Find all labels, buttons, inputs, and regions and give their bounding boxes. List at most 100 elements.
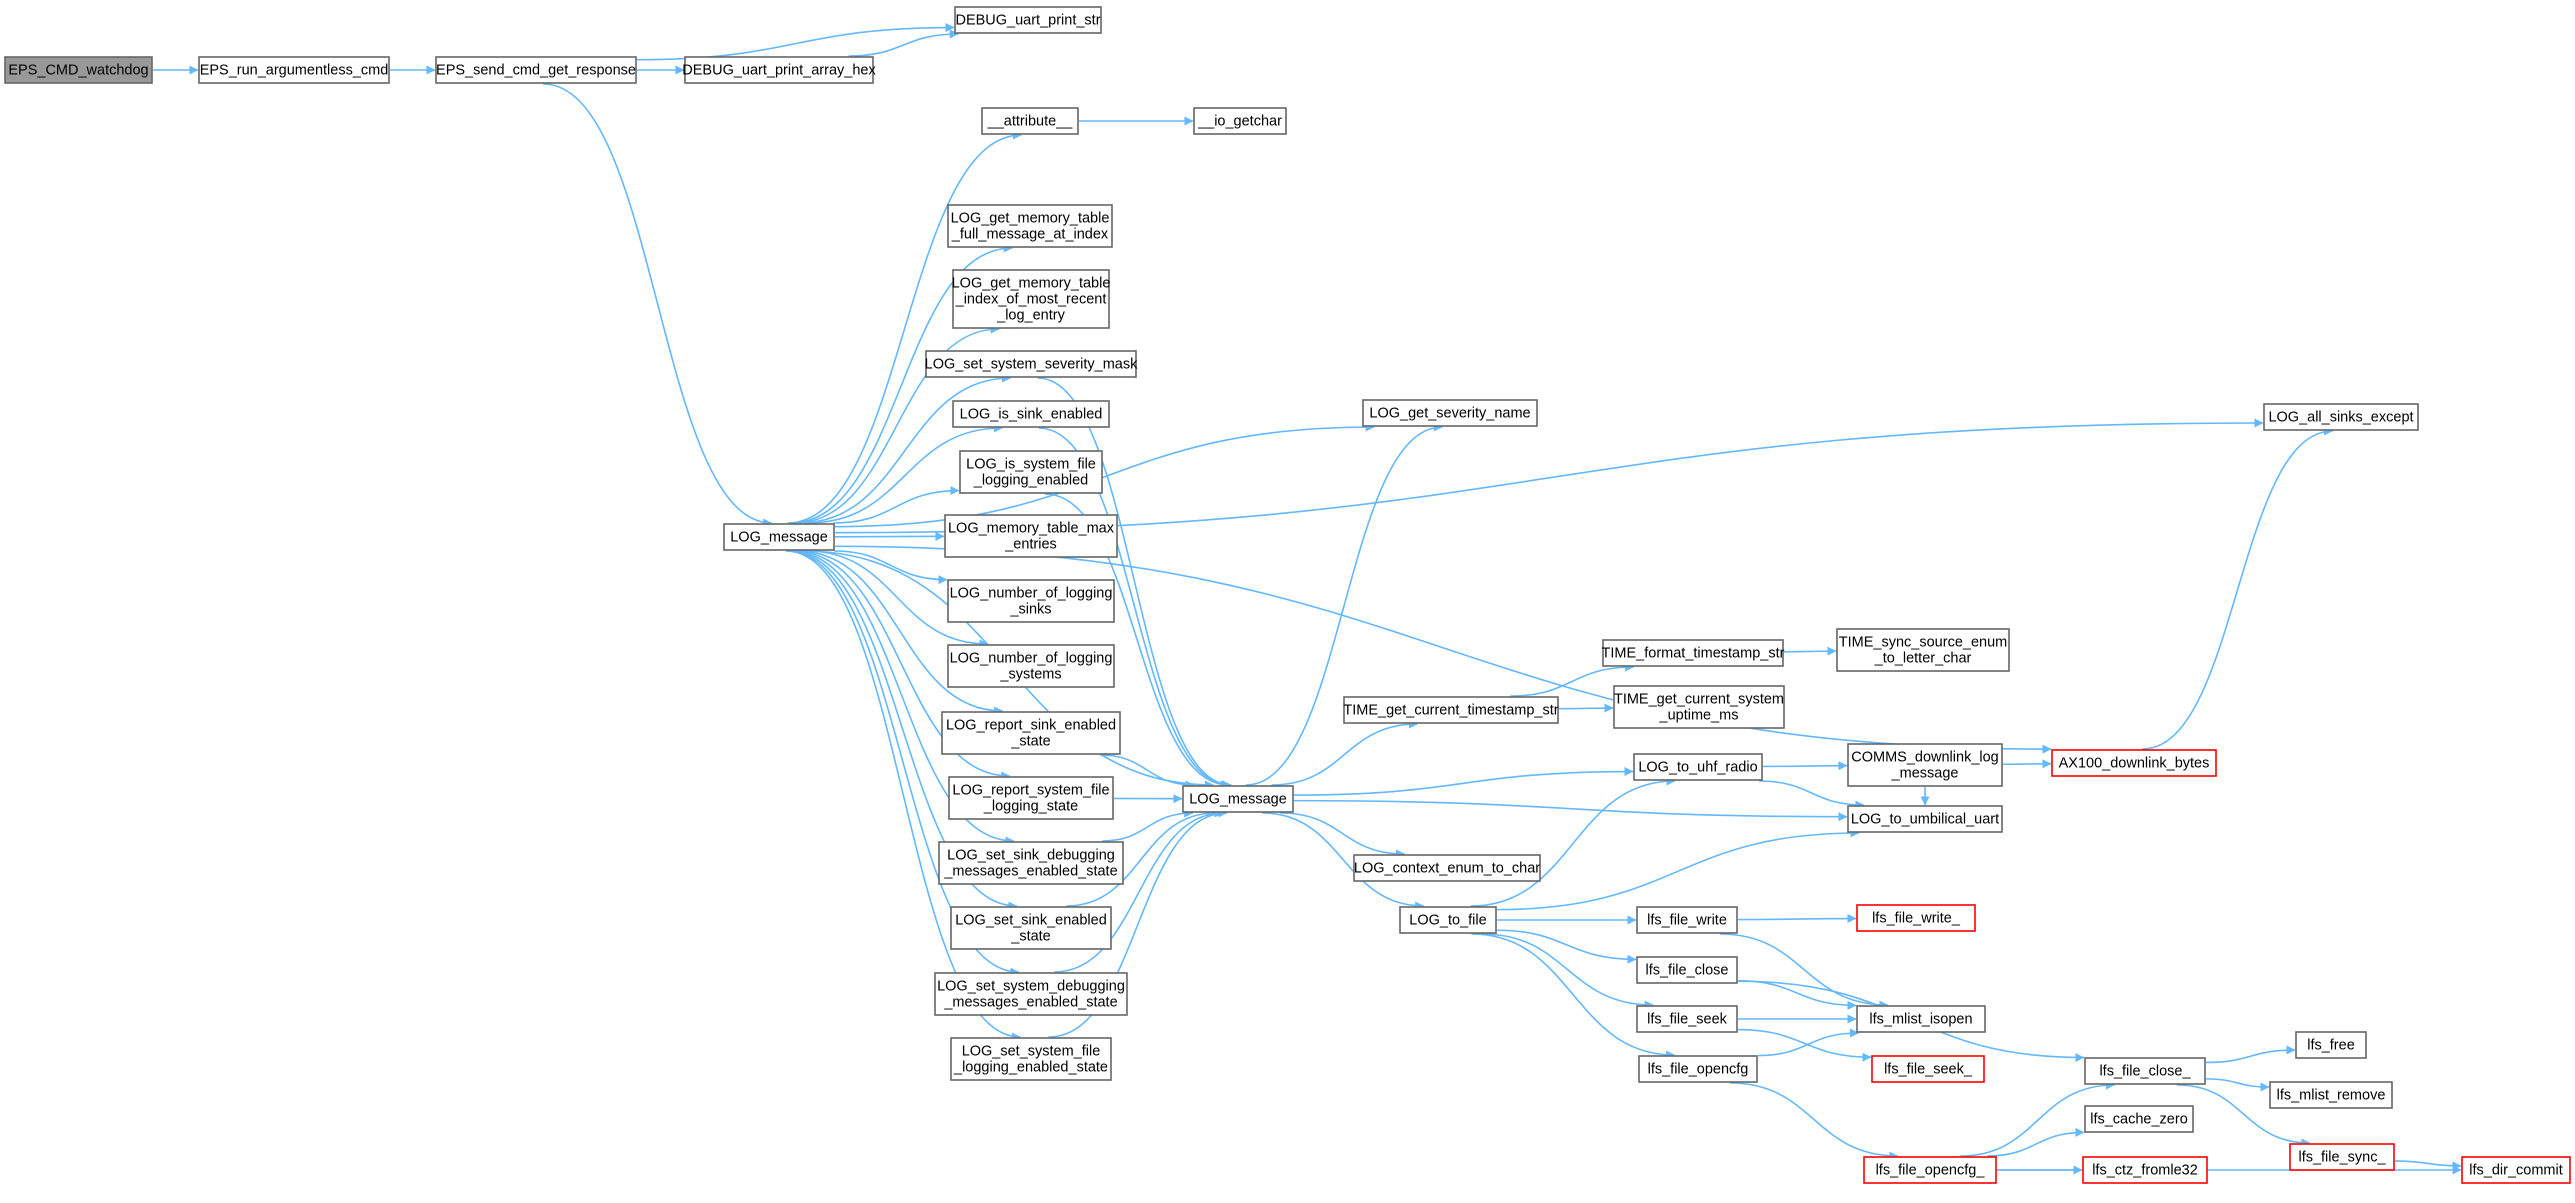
node-label-line: LOG_set_system_debugging [937,979,1125,995]
node-lfs-file-seek-[interactable]: lfs_file_seek_ [1871,1055,1985,1083]
node-box [947,579,1115,623]
node-label-line: AX100_downlink_bytes [2059,756,2210,772]
node-label-line: LOG_get_severity_name [1369,406,1530,422]
node-log-message-b[interactable]: LOG_message [1182,785,1294,813]
node-log-set-system-file-logging-enabled-state[interactable]: LOG_set_system_file_logging_enabled_stat… [950,1037,1112,1081]
node-box [1836,628,2010,672]
node-lfs-file-opencfg-[interactable]: lfs_file_opencfg_ [1863,1156,1997,1184]
edge-log-message-b-to-log-to-umbilical-uart [1293,799,1848,822]
node-label-line: COMMS_downlink_log [1851,750,1998,766]
node-label-line: TIME_sync_source_enum [1839,635,2007,651]
nodes-layer: EPS_CMD_watchdog EPS_run_argumentless_cmd… [4,6,2571,1184]
node-box [1638,1055,1758,1083]
node-log-number-of-logging-systems[interactable]: LOG_number_of_logging_systems [947,644,1115,688]
node-log-to-umbilical-uart[interactable]: LOG_to_umbilical_uart [1847,805,2003,833]
node-lfs-mlist-isopen[interactable]: lfs_mlist_isopen [1856,1005,1986,1033]
node-lfs-free[interactable]: lfs_free [2295,1031,2367,1059]
node-lfs-ctz-fromle32[interactable]: lfs_ctz_fromle32 [2082,1156,2208,1184]
node-log-get-memory-table-full-message-at-index[interactable]: LOG_get_memory_table_full_message_at_ind… [947,204,1113,248]
edge-lfs-file-opencfg-to-lfs-file-opencfg- [1730,1082,1899,1161]
node-box [950,906,1112,950]
edge-log-to-uhf-radio-to-comms-downlink-log-message [1762,761,1848,771]
node-box [2084,1105,2194,1133]
node-label-line: LOG_report_sink_enabled [946,718,1116,734]
node-label-line: LOG_number_of_logging [950,586,1113,602]
node-box [684,56,874,84]
node-log-message-a[interactable]: LOG_message [723,523,835,551]
node-lfs-file-opencfg[interactable]: lfs_file_opencfg [1638,1055,1758,1083]
node-attribute[interactable]: __attribute__ [981,107,1079,135]
node-label-line: LOG_to_umbilical_uart [1851,812,1999,828]
edge-eps-send-cmd-get-response-to-log-message-a [543,83,773,528]
node-label-line: LOG_context_enum_to_char [1354,861,1540,877]
node-lfs-file-close[interactable]: lfs_file_close [1636,956,1738,984]
node-eps-run-argumentless-cmd[interactable]: EPS_run_argumentless_cmd [198,56,390,84]
node-io-getchar[interactable]: __io_getchar [1193,107,1287,135]
edge-lfs-file-opencfg--to-lfs-file-close- [1960,1080,2116,1157]
node-box [2461,1156,2571,1184]
node-time-format-timestamp-str[interactable]: TIME_format_timestamp_str [1602,639,1785,667]
node-label-line: _message [1891,766,1959,782]
node-lfs-file-close-[interactable]: lfs_file_close_ [2084,1057,2206,1085]
node-eps-cmd-watchdog: EPS_CMD_watchdog [4,56,153,84]
edge-log-set-sink-debugging-messages-enabled-state-to-log-message-b [1102,808,1194,842]
node-label-line: LOG_number_of_logging [950,651,1113,667]
node-log-all-sinks-except[interactable]: LOG_all_sinks_except [2263,403,2419,431]
node-log-to-file[interactable]: LOG_to_file [1399,906,1497,934]
node-label-line: LOG_report_system_file [952,783,1109,799]
node-log-set-system-debugging-messages-enabled-state[interactable]: LOG_set_system_debugging_messages_enable… [934,972,1128,1016]
node-label-line: LOG_all_sinks_except [2268,410,2413,426]
node-debug-uart-print-array-hex[interactable]: DEBUG_uart_print_array_hex [682,56,876,84]
node-box [1856,1005,1986,1033]
node-log-context-enum-to-char[interactable]: LOG_context_enum_to_char [1353,854,1541,882]
edge-lfs-file-sync--to-lfs-dir-commit [2394,1160,2462,1171]
node-ax100-downlink-bytes[interactable]: AX100_downlink_bytes [2051,749,2217,777]
node-box [2295,1031,2367,1059]
node-log-get-severity-name[interactable]: LOG_get_severity_name [1362,399,1538,427]
node-box [2269,1081,2393,1109]
node-debug-uart-print-str[interactable]: DEBUG_uart_print_str [954,6,1102,34]
node-lfs-cache-zero[interactable]: lfs_cache_zero [2084,1105,2194,1133]
node-log-is-sink-enabled[interactable]: LOG_is_sink_enabled [952,400,1110,428]
node-label-line: lfs_file_write [1647,913,1727,929]
node-box [2051,749,2217,777]
node-time-sync-source-enum-to-letter-char[interactable]: TIME_sync_source_enum_to_letter_char [1836,628,2010,672]
edge-lfs-file-write-to-lfs-file-write- [1737,914,1857,924]
edge-log-message-a-to-ax100-downlink-bytes [834,545,2052,754]
node-box [1633,753,1763,781]
node-eps-send-cmd-get-response[interactable]: EPS_send_cmd_get_response [435,56,637,84]
node-log-memory-table-max-entries[interactable]: LOG_memory_table_max_entries [944,514,1118,558]
node-log-get-memory-table-index-of-most-recent-log-entry[interactable]: LOG_get_memory_table_index_of_most_recen… [952,269,1111,329]
edge-lfs-file-close--to-lfs-file-sync- [2177,1084,2311,1148]
node-time-get-current-system-uptime-ms[interactable]: TIME_get_current_system_uptime_ms [1613,685,1785,729]
node-log-set-sink-debugging-messages-enabled-state[interactable]: LOG_set_sink_debugging_messages_enabled_… [938,841,1124,885]
node-log-number-of-logging-sinks[interactable]: LOG_number_of_logging_sinks [947,579,1115,623]
node-lfs-mlist-remove[interactable]: lfs_mlist_remove [2269,1081,2393,1109]
node-log-to-uhf-radio[interactable]: LOG_to_uhf_radio [1633,753,1763,781]
node-box [1193,107,1287,135]
node-label-line: lfs_file_write_ [1872,911,1961,927]
edge-log-message-a-to-log-get-memory-table-index-of-most-recent-log-entry [793,324,1000,524]
node-log-set-system-severity-mask[interactable]: LOG_set_system_severity_mask [925,350,1138,378]
node-log-report-system-file-logging-state[interactable]: LOG_report_system_file_logging_state [948,776,1114,820]
edge-log-message-b-to-time-get-current-timestamp-str [1271,719,1418,786]
node-lfs-file-write-[interactable]: lfs_file_write_ [1856,904,1976,932]
edge-log-message-a-to-log-report-system-file-logging-state [792,550,1011,781]
edge-log-message-a-to-log-report-sink-enabled-state [796,550,1004,716]
node-lfs-file-write[interactable]: lfs_file_write [1636,906,1738,934]
node-lfs-dir-commit[interactable]: lfs_dir_commit [2461,1156,2571,1184]
node-box [947,204,1113,248]
node-log-report-sink-enabled-state[interactable]: LOG_report_sink_enabled_state [941,711,1121,755]
node-box [1362,399,1538,427]
node-comms-downlink-log-message[interactable]: COMMS_downlink_log_message [1847,743,2003,787]
node-lfs-file-sync-[interactable]: lfs_file_sync_ [2289,1143,2395,1171]
node-lfs-file-seek[interactable]: lfs_file_seek [1636,1005,1738,1033]
node-log-set-sink-enabled-state[interactable]: LOG_set_sink_enabled_state [950,906,1112,950]
node-log-is-system-file-logging-enabled[interactable]: LOG_is_system_file_logging_enabled [959,450,1103,494]
node-box [944,514,1118,558]
node-label-line: lfs_ctz_fromle32 [2092,1163,2198,1179]
edge-log-to-file-to-lfs-file-opencfg [1471,933,1675,1060]
node-time-get-current-timestamp-str[interactable]: TIME_get_current_timestamp_str [1343,696,1559,724]
node-box [198,56,390,84]
